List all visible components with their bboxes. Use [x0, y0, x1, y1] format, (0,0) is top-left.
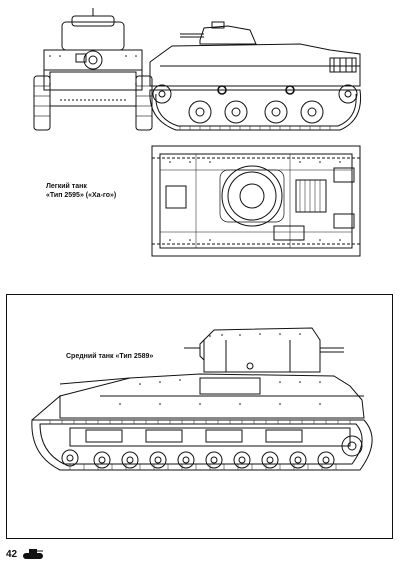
light-tank-side-view: [149, 21, 362, 131]
light-tank-front-view: [33, 8, 153, 131]
light-tank-caption-line2: «Тип 2595» («Ха-го»): [46, 192, 117, 199]
medium-tank-side-view: [31, 327, 373, 471]
tank-icon: [23, 549, 43, 559]
page-number: 42: [6, 549, 18, 560]
light-tank-caption: Легкий танк «Тип 2595» («Ха-го»): [46, 182, 116, 200]
medium-tank-road-wheels: [61, 435, 363, 469]
medium-tank-track-links: [49, 420, 351, 470]
medium-tank-caption: Средний танк «Тип 2589»: [66, 353, 154, 360]
light-tank-top-view: [151, 145, 361, 257]
light-tank-drawings: [33, 8, 362, 257]
light-tank-caption-line1: Легкий танк: [46, 183, 87, 190]
medium-tank-frame: [6, 294, 393, 539]
